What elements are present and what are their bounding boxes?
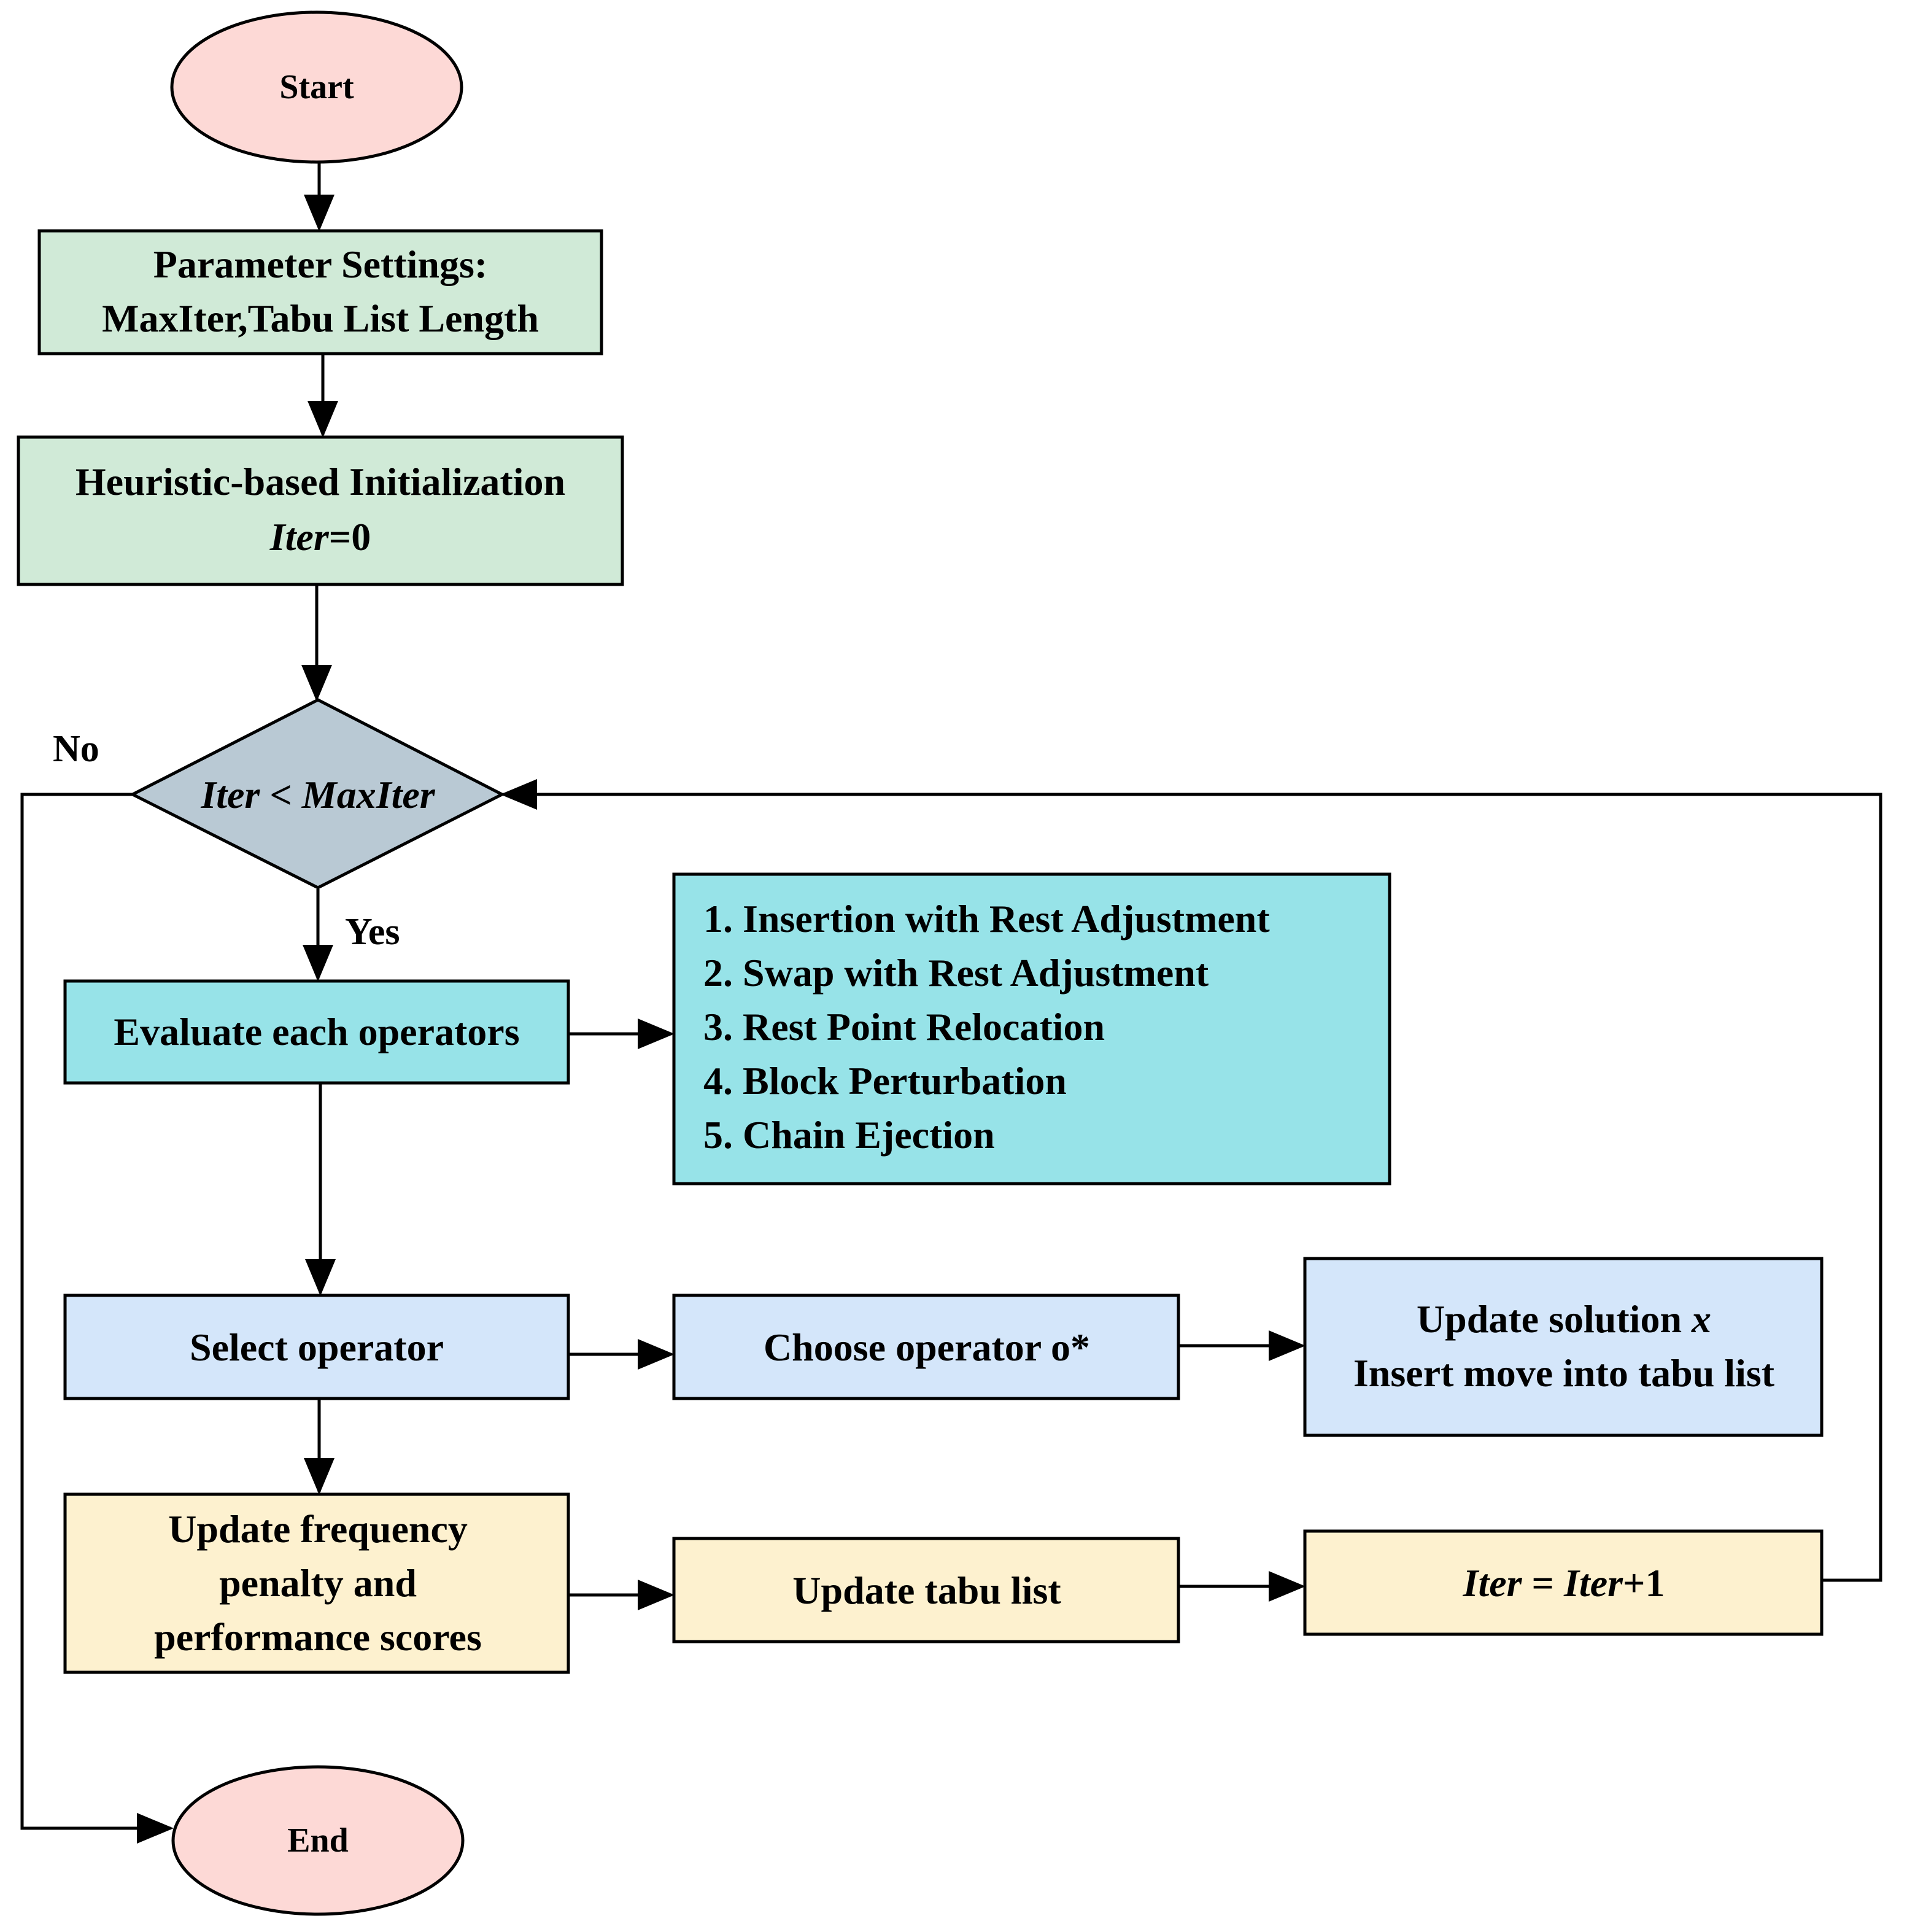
operators-node: 1. Insertion with Rest Adjustment 2. Swa… <box>672 872 1391 1185</box>
decision-diamond <box>129 698 506 890</box>
operator-item-1: 1. Insertion with Rest Adjustment <box>703 897 1270 941</box>
label-no: No <box>53 728 99 770</box>
iter-inc-node: Iter = Iter+1 <box>1303 1529 1824 1636</box>
update-freq-box <box>63 1492 570 1674</box>
end-node: End <box>171 1765 465 1916</box>
operator-item-3: 3. Rest Point Relocation <box>703 1005 1105 1049</box>
update-solution-text: Update solution <box>1417 1297 1692 1341</box>
start-ellipse <box>170 10 463 164</box>
choose-box <box>672 1294 1180 1400</box>
iter-inc-operator: = <box>1522 1561 1564 1605</box>
update-solution-node: Update solution x Insert move into tabu … <box>1303 1257 1824 1437</box>
choose-label: Choose operator o* <box>764 1325 1090 1369</box>
decision-operator: < <box>260 773 301 817</box>
iter-inc-var1: Iter <box>1463 1561 1523 1605</box>
iter-inc-box <box>1303 1529 1824 1636</box>
update-solution-box <box>1303 1257 1824 1437</box>
decision-maxiter-var: MaxIter <box>301 773 436 817</box>
params-line1: Parameter Settings: <box>153 242 487 286</box>
decision-iter-var: Iter <box>200 773 260 817</box>
iter-inc-label: Iter = Iter+1 <box>1463 1561 1665 1605</box>
params-node: Parameter Settings: MaxIter,Tabu List Le… <box>37 229 603 355</box>
update-solution-line1: Update solution x <box>1417 1297 1711 1341</box>
init-node: Heuristic-based Initialization Iter=0 <box>17 435 624 586</box>
select-box <box>63 1294 570 1400</box>
update-tabu-box <box>672 1537 1180 1643</box>
params-line2: MaxIter,Tabu List Length <box>102 297 539 340</box>
evaluate-box <box>63 979 570 1085</box>
start-node: Start <box>170 10 463 164</box>
update-freq-line3: performance scores <box>154 1615 482 1659</box>
params-box <box>37 229 603 355</box>
update-freq-line1: Update frequency <box>168 1507 468 1551</box>
decision-label: Iter < MaxIter <box>200 773 435 817</box>
start-label: Start <box>279 68 354 106</box>
evaluate-label: Evaluate each operators <box>114 1010 519 1053</box>
operators-box <box>672 872 1391 1185</box>
end-ellipse <box>171 1765 465 1916</box>
init-line2: Iter=0 <box>269 515 371 559</box>
decision-node: Iter < MaxIter <box>129 698 506 890</box>
update-tabu-label: Update tabu list <box>792 1569 1061 1612</box>
iter-inc-rest: +1 <box>1623 1561 1665 1605</box>
update-solution-line2: Insert move into tabu list <box>1353 1351 1775 1395</box>
choose-node: Choose operator o* <box>672 1294 1180 1400</box>
end-label: End <box>287 1821 349 1860</box>
init-line1: Heuristic-based Initialization <box>75 460 565 503</box>
init-iter-value: =0 <box>329 515 371 559</box>
select-node: Select operator <box>63 1294 570 1400</box>
evaluate-node: Evaluate each operators <box>63 979 570 1085</box>
operator-item-4: 4. Block Perturbation <box>703 1059 1067 1103</box>
edge-iter-inc-loop-back <box>500 779 1882 1582</box>
update-freq-line2: penalty and <box>219 1561 417 1605</box>
init-box <box>17 435 624 586</box>
operator-item-5: 5. Chain Ejection <box>703 1113 995 1157</box>
select-label: Select operator <box>190 1325 444 1369</box>
init-iter-var: Iter <box>269 515 330 559</box>
iter-inc-var2: Iter <box>1563 1561 1623 1605</box>
edge-decision-no-to-end <box>20 793 174 1844</box>
update-solution-var: x <box>1691 1297 1711 1341</box>
update-tabu-node: Update tabu list <box>672 1537 1180 1643</box>
label-yes: Yes <box>345 911 400 953</box>
operator-item-2: 2. Swap with Rest Adjustment <box>703 951 1209 995</box>
edges <box>20 163 1882 1844</box>
update-freq-node: Update frequency penalty and performance… <box>63 1492 570 1674</box>
